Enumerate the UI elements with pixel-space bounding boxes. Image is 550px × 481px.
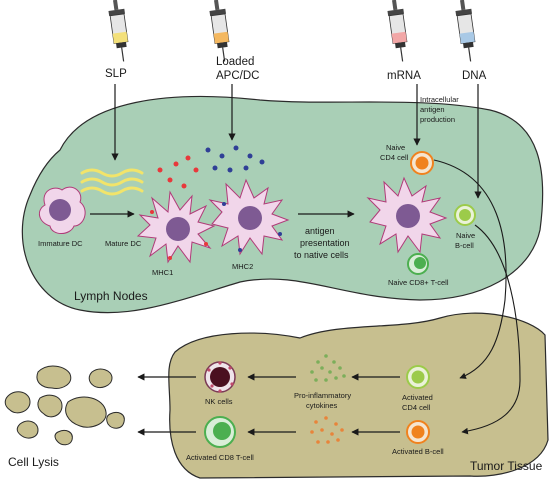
arrow-b-to-tumor bbox=[461, 224, 521, 435]
label-cell-lysis: Cell Lysis bbox=[8, 455, 59, 469]
mature-dc-mhc1 bbox=[136, 190, 216, 264]
lysed-cell-fragments bbox=[4, 365, 125, 446]
syringe-slp bbox=[108, 0, 129, 62]
label-activated-cd8: Activated CD8 T-cell bbox=[186, 453, 254, 462]
slp-peptide-waves bbox=[80, 168, 144, 196]
activated-b-cell bbox=[406, 420, 430, 444]
label-presentation-2: presentation bbox=[300, 238, 350, 248]
label-loaded-2: APC/DC bbox=[216, 70, 259, 82]
lymph-nodes-title: Lymph Nodes bbox=[74, 289, 148, 303]
tumor-tissue-region bbox=[168, 312, 549, 479]
label-mrna: mRNA bbox=[387, 70, 421, 82]
label-presentation-1: antigen bbox=[305, 226, 335, 236]
arrow-cd4-to-tumor bbox=[433, 159, 507, 379]
naive-cd4-cell bbox=[410, 151, 434, 175]
tumor-tissue-title: Tumor Tissue bbox=[470, 459, 543, 473]
label-loaded-1: Loaded bbox=[216, 56, 254, 68]
activated-cd4-cell bbox=[406, 365, 430, 389]
naive-b-cell bbox=[454, 204, 476, 226]
antibody-dots bbox=[310, 416, 344, 444]
label-intracellular-1: Intracellular bbox=[420, 95, 459, 104]
activated-cd8-cell bbox=[204, 416, 236, 448]
label-intracellular-3: production bbox=[420, 115, 455, 124]
antigen-dots-blue bbox=[205, 145, 265, 173]
label-intracellular-2: antigen bbox=[420, 105, 445, 114]
label-mhc1: MHC1 bbox=[152, 268, 173, 277]
label-activated-b: Activated B-cell bbox=[392, 447, 444, 456]
label-mhc2: MHC2 bbox=[232, 262, 253, 271]
antigen-dots-red bbox=[157, 155, 199, 189]
label-naive-cd4-2: CD4 cell bbox=[380, 153, 409, 162]
label-activated-cd4-2: CD4 cell bbox=[402, 403, 431, 412]
naive-cd8-cell bbox=[407, 253, 429, 275]
label-cytokines-2: cytokines bbox=[306, 401, 338, 410]
label-immature-dc: Immature DC bbox=[38, 239, 83, 248]
label-presentation-3: to native cells bbox=[294, 250, 349, 260]
label-slp: SLP bbox=[105, 68, 127, 80]
label-nk-cells: NK cells bbox=[205, 397, 233, 406]
label-naive-cd4-1: Naive bbox=[386, 143, 405, 152]
syringe-mrna bbox=[387, 0, 408, 62]
nk-cell bbox=[204, 361, 236, 393]
mature-dc-mhc2 bbox=[208, 178, 290, 256]
label-naive-cd8: Naive CD8+ T-cell bbox=[388, 278, 449, 287]
immature-dc-cell bbox=[38, 186, 86, 234]
label-mature-dc: Mature DC bbox=[105, 239, 142, 248]
label-naive-b-2: B-cell bbox=[455, 241, 474, 250]
presenting-dc-cell bbox=[366, 176, 448, 254]
syringe-dna bbox=[455, 0, 476, 62]
cytokine-dots bbox=[310, 354, 346, 382]
label-dna: DNA bbox=[462, 70, 487, 82]
syringe-loaded bbox=[209, 0, 230, 62]
label-naive-b-1: Naive bbox=[456, 231, 475, 240]
label-activated-cd4-1: Activated bbox=[402, 393, 433, 402]
label-cytokines-1: Pro-inflammatory bbox=[294, 391, 351, 400]
